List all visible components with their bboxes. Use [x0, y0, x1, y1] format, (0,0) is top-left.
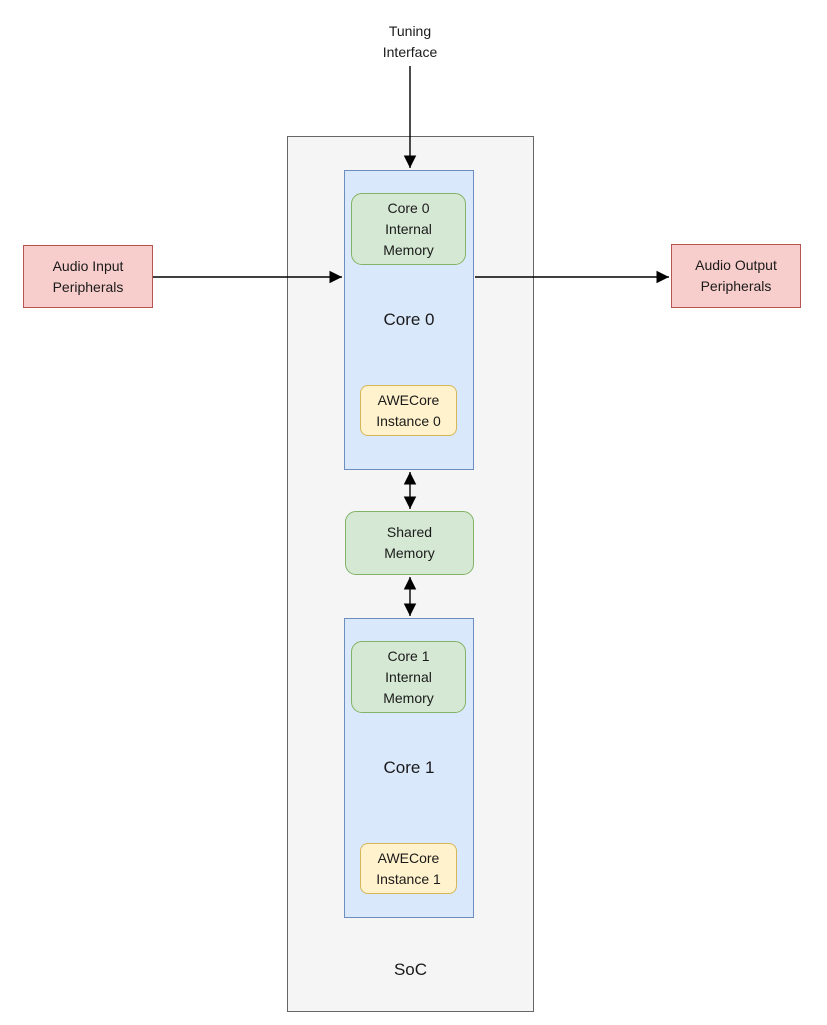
core0-box: Core 0 Core 0 Internal Memory AWECore In… — [344, 170, 474, 470]
tuning-interface-label: Tuning Interface — [382, 23, 438, 60]
core0-internal-memory-box: Core 0 Internal Memory — [351, 193, 466, 265]
core0-label: Core 0 — [383, 310, 435, 330]
core1-internal-memory-box: Core 1 Internal Memory — [351, 641, 466, 713]
shared-memory-box: Shared Memory — [345, 511, 474, 575]
awecore-instance0-box: AWECore Instance 0 — [360, 385, 457, 436]
core1-box: Core 1 Core 1 Internal Memory AWECore In… — [344, 618, 474, 918]
audio-output-peripherals-box: Audio Output Peripherals — [671, 244, 801, 308]
awecore-instance1-box: AWECore Instance 1 — [360, 843, 457, 894]
soc-label: SoC — [393, 960, 428, 980]
audio-input-peripherals-box: Audio Input Peripherals — [23, 245, 153, 308]
core1-label: Core 1 — [383, 758, 435, 778]
